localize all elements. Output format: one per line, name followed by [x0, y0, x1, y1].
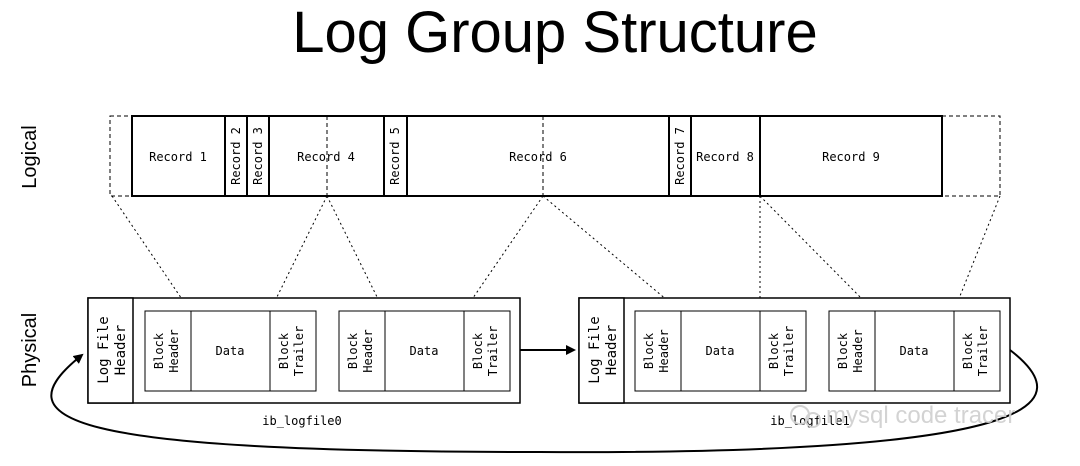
- record-9-box: [759, 115, 943, 197]
- logfile-1-block-1-data: [874, 310, 955, 392]
- logfile-1-block-1-trailer-line1: Block: [961, 332, 975, 369]
- logical-record-bar: Record 1 Record 2 Record 3 Record 4 Reco…: [109, 115, 1001, 197]
- record-8-box: [690, 115, 761, 197]
- watermark: mysql code tracer: [790, 402, 1015, 429]
- record-6-label: Record 6: [509, 150, 567, 164]
- logfile-0-block-1-trailer-line1: Block: [471, 332, 485, 369]
- record-8-label: Record 8: [696, 150, 754, 164]
- logical-prev-placeholder: [109, 115, 133, 197]
- logfile-1-block-0-trailer-line2: Trailer: [782, 326, 796, 377]
- logfile-0-header-box: [87, 297, 134, 404]
- logfile-1-header-line2: Header: [604, 325, 620, 376]
- physical-label: Physical: [19, 313, 41, 387]
- record-5-label: Record 5: [388, 127, 402, 185]
- logfile-1-block-0-header-line2: Header: [657, 329, 671, 372]
- logfile-1-block-1-header: [828, 310, 876, 392]
- logfile-1-block-0-trailer: [759, 310, 807, 392]
- logical-label: Logical: [19, 125, 41, 188]
- logfile-0-block-1-header-line2: Header: [361, 329, 375, 372]
- logfile-0-header-line2: Header: [113, 325, 129, 376]
- record-7-label: Record 7: [673, 127, 687, 185]
- logfile-0-block-1-data-label: Data: [410, 344, 439, 358]
- record-9-label: Record 9: [822, 150, 880, 164]
- logfile-1-block-1-trailer-line2: Trailer: [976, 326, 990, 377]
- logfile-0-block-1-header-line1: Block: [346, 332, 360, 369]
- logfile-0-header-line1: Log File: [96, 316, 112, 383]
- logfile-0-block-0-data-label: Data: [216, 344, 245, 358]
- logfile-1-block-0-data: [680, 310, 761, 392]
- record-1-box: [131, 115, 226, 197]
- mapping-lines: [111, 195, 1001, 312]
- record-4-label: Record 4: [297, 150, 355, 164]
- logfile-1-header-box: [578, 297, 625, 404]
- logfile-0-block-0-header-line1: Block: [152, 332, 166, 369]
- logfile-1-block-1-trailer: [953, 310, 1001, 392]
- logfile-1-block-1-header-line1: Block: [836, 332, 850, 369]
- logfile-0-block-0-trailer-line2: Trailer: [292, 326, 306, 377]
- watermark-text: mysql code tracer: [826, 402, 1015, 429]
- logfile-0-block-1-trailer-line2: Trailer: [486, 326, 500, 377]
- record-1-label: Record 1: [149, 150, 207, 164]
- wraparound-arrow: [50, 349, 1038, 454]
- logfile-1-header-line1: Log File: [587, 316, 603, 383]
- logfile-1-block-0-data-label: Data: [706, 344, 735, 358]
- logfile-0-block-0-data: [190, 310, 271, 392]
- logfile-1-block-1-data-label: Data: [900, 344, 929, 358]
- record-3-label: Record 3: [251, 127, 265, 185]
- logfile-0: Log File Header Block Header Data Block …: [87, 297, 521, 428]
- logfile-0-block-0-trailer: [269, 310, 317, 392]
- logfile-1-block-0-header: [634, 310, 682, 392]
- logfile-0-block-0-trailer-line1: Block: [277, 332, 291, 369]
- logfile-1-block-0-header-line1: Block: [642, 332, 656, 369]
- record-6-box: [406, 115, 670, 197]
- logfile-0-block-1-trailer: [463, 310, 511, 392]
- logfile-0-block-1-header: [338, 310, 386, 392]
- logical-next-placeholder: [941, 115, 1001, 197]
- logfile-1-block-1-header-line2: Header: [851, 329, 865, 372]
- logfile-1-block-0-trailer-line1: Block: [767, 332, 781, 369]
- page-title: Log Group Structure: [292, 0, 818, 65]
- record-2-label: Record 2: [229, 127, 243, 185]
- logfile-1-name: ib_logfile1: [770, 414, 849, 428]
- logfile-0-name: ib_logfile0: [262, 414, 341, 428]
- logfile-1: Log File Header Block Header Data Block …: [578, 297, 1011, 428]
- logfile-0-block-0-header-line2: Header: [167, 329, 181, 372]
